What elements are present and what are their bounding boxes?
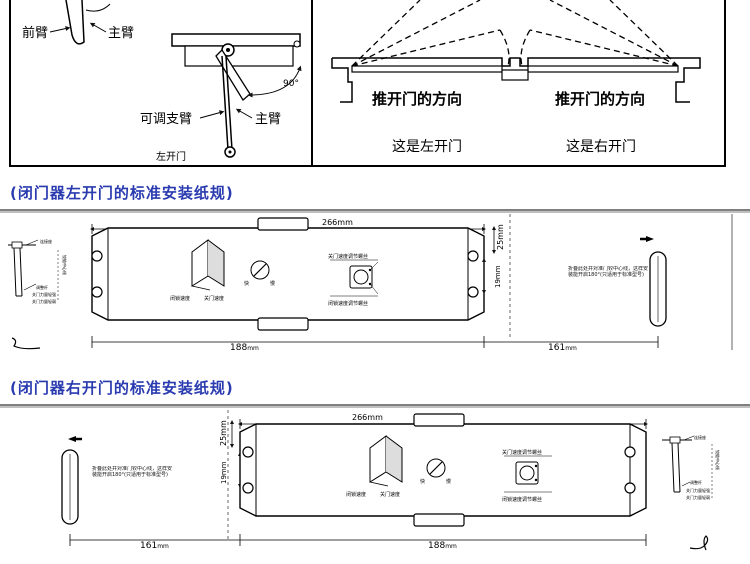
valve-group: 关门速度调节螺丝 闭锁速度调节螺丝 — [328, 253, 379, 307]
valve-group: 关门速度调节螺丝 闭锁速度调节螺丝 — [502, 449, 552, 503]
closer-bracket — [171, 33, 301, 47]
main-arm — [215, 48, 251, 101]
wall-outline-left — [331, 58, 353, 103]
dim-25-left: 25mm — [496, 224, 505, 250]
adjustable-arm-label: 可调支臂 — [140, 112, 192, 127]
knob-fast: 快 — [244, 280, 249, 287]
right-door-leaf — [527, 65, 679, 73]
push-direction-right: 推开门的方向 — [555, 90, 645, 108]
side-label-mount: 连接座 — [694, 434, 706, 440]
closer-body — [184, 45, 294, 67]
door-plan: 推开门的方向 推开门的方向 这是左开门 这是右开门 — [331, 0, 701, 155]
fold-note-right: 折叠此处并对准门铰中心线，这样安装能开启180°(只适用于标准型号) — [92, 466, 172, 478]
dim-266-right: 266mm — [352, 413, 383, 422]
bottom-tab-left — [257, 317, 309, 331]
mount-hole — [467, 286, 479, 298]
valve-top-label: 关门速度调节螺丝 — [502, 449, 542, 456]
top-panel: 前臂 主臂 90° 可调支臂 主臂 左开门 — [9, 0, 726, 167]
front-arm-label: 前臂 — [22, 25, 48, 41]
speed-a-label: 闭锁速度 — [170, 295, 190, 302]
side-label-adjust: 调整杆 — [36, 284, 48, 290]
dim-188-left: 188mm — [230, 343, 259, 353]
valve-top-label: 关门速度调节螺丝 — [328, 253, 368, 260]
dim-25-right: 25mm — [219, 420, 228, 446]
push-direction-left: 推开门的方向 — [372, 90, 462, 108]
side-vertical-label: 铰链中心线 — [62, 255, 68, 275]
top-tab-right — [413, 413, 465, 427]
right-template-heading: (闭门器右开门的标准安装纸规) — [10, 379, 234, 397]
main-arm-label-top: 主臂 — [108, 26, 134, 41]
angle-label: 90° — [283, 79, 299, 89]
dim-266-left: 266mm — [322, 218, 353, 227]
right-door-caption: 这是右开门 — [566, 138, 636, 155]
valve-bottom-label: 闭锁速度调节螺丝 — [328, 300, 368, 307]
speed-knob: 快 慢 — [244, 260, 275, 287]
mount-hole — [91, 286, 103, 298]
speed-a-label: 闭锁速度 — [346, 491, 366, 498]
left-linkage-sketch: 连接座 调整杆 关门力量轻强 关门力量轻弱 铰链中心线 — [8, 238, 68, 350]
speed-valve-icon: 闭锁速度 关门速度 — [170, 239, 225, 302]
knob-slow: 慢 — [270, 280, 275, 287]
top-panel-frame — [9, 0, 726, 167]
dim-161-right: 161mm — [140, 541, 169, 551]
left-door-caption: 这是左开门 — [392, 138, 462, 155]
speed-b-label: 关门速度 — [380, 491, 400, 498]
dim-161-left: 161mm — [548, 343, 577, 353]
bottom-tab-right — [413, 513, 465, 527]
door-swing-lines — [351, 0, 679, 67]
side-label-adjust: 调整杆 — [690, 479, 702, 485]
dim-19-left: 19mm — [494, 265, 502, 288]
valve-bottom-label: 闭锁速度调节螺丝 — [502, 496, 542, 503]
front-arm-shape — [65, 0, 85, 45]
left-door-leaf — [351, 65, 503, 73]
adjustable-arm — [221, 55, 229, 151]
dim-188-right: 188mm — [428, 541, 457, 551]
fold-note-left: 折叠此处并对准门铰中心线，这样安装能开启180°(只适用于标准型号) — [568, 266, 648, 278]
right-template: 266mm 折叠此处并对准门铰中心线，这样安装能开启180°(只适用于标准型号)… — [0, 404, 750, 551]
closer-outline-left — [91, 227, 485, 321]
left-template: 266mm 连接座 调整杆 关门力量轻强 关门力量轻弱 铰链中心线 — [0, 209, 750, 353]
side-label-mount: 连接座 — [40, 238, 52, 244]
dim-19-right: 19mm — [220, 461, 228, 484]
mount-hole — [91, 250, 103, 262]
mount-hole — [624, 482, 636, 494]
arm-caption: 左开门 — [156, 150, 186, 163]
direction-arrow — [68, 436, 76, 442]
speed-knob: 快 慢 — [420, 458, 451, 485]
front-arm-curve — [85, 3, 111, 12]
mount-hole — [624, 446, 636, 458]
speed-b-label: 关门速度 — [204, 295, 224, 302]
mount-hole — [242, 482, 254, 494]
side-label-weak: 关门力量轻弱 — [686, 494, 710, 500]
top-tab-left — [257, 217, 309, 231]
direction-arrow — [646, 236, 654, 242]
knob-slow: 慢 — [446, 478, 451, 485]
left-template-heading: (闭门器左开门的标准安装纸规) — [10, 184, 234, 202]
arm-schematic: 前臂 主臂 90° 可调支臂 主臂 左开门 — [22, 0, 302, 163]
right-linkage-sketch: 连接座 调整杆 关门力量轻强 关门力量轻弱 铰链中心线 — [662, 434, 721, 551]
knob-fast: 快 — [420, 478, 425, 485]
side-label-strong: 关门力量轻强 — [686, 487, 710, 493]
wall-outline-right — [332, 57, 701, 103]
mount-hole — [467, 250, 479, 262]
main-arm-label-bottom: 主臂 — [255, 112, 281, 127]
side-label-strong: 关门力量轻强 — [32, 291, 56, 297]
side-label-weak: 关门力量轻弱 — [32, 298, 56, 304]
side-vertical-label: 铰链中心线 — [715, 450, 721, 470]
mount-hole — [242, 446, 254, 458]
speed-valve-icon: 闭锁速度 关门速度 — [346, 435, 403, 498]
